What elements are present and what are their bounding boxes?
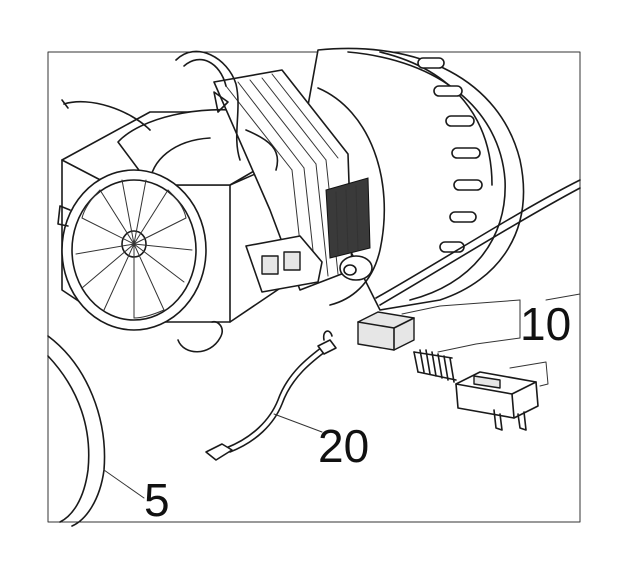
drawing-clip-frame <box>47 51 581 523</box>
callout-10-leaders <box>401 289 581 387</box>
callout-20-label: 20 <box>318 420 369 472</box>
brush-spring <box>413 349 457 383</box>
cooling-fan <box>57 169 207 331</box>
motor-lead-wires <box>61 50 279 353</box>
fan-blades <box>75 179 193 319</box>
carbon-brush-block <box>357 311 415 351</box>
callout-5-label: 5 <box>144 474 170 526</box>
commutator <box>213 69 373 293</box>
brush-holder <box>455 371 539 431</box>
callout-10-label: 10 <box>520 298 571 350</box>
housing-part-5 <box>47 335 145 527</box>
callout-20-leader <box>273 413 323 433</box>
connection-cable <box>205 330 337 461</box>
